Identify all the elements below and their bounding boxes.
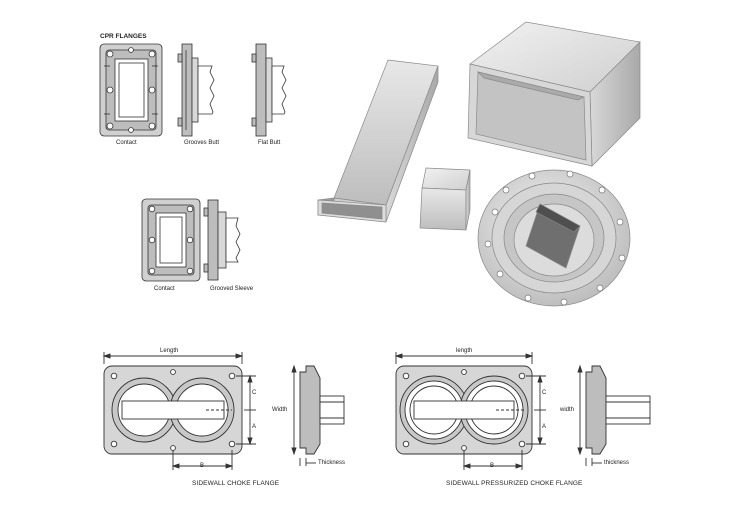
- long-rectangular-waveguide-tube: [317, 59, 439, 223]
- cpr-grooves-butt-label: Grooves Butt: [184, 140, 220, 146]
- cpr-flat-butt-label: Flat Butt: [258, 140, 281, 146]
- cpr-flat-butt-drawing: [251, 43, 287, 137]
- cpr-contact-label-2: Contact: [154, 286, 175, 292]
- pressurized-a-label: A: [542, 424, 547, 430]
- pressurized-choke-flange-caption: SIDEWALL PRESSURIZED CHOKE FLANGE: [446, 480, 583, 487]
- sidewall-pressurized-choke-flange-drawing: [394, 352, 546, 470]
- cpr-contact-label: Contact: [116, 140, 137, 146]
- sidewall-choke-flange-drawing: [102, 352, 256, 470]
- large-square-waveguide-tube: [467, 21, 641, 167]
- cpr-flanges-title: CPR FLANGES: [100, 33, 147, 40]
- sidewall-choke-flange-caption: SIDEWALL CHOKE FLANGE: [192, 480, 280, 487]
- cpr-contact-flange-drawing: [99, 43, 163, 137]
- cpr-grooved-sleeve-drawing: [203, 199, 241, 281]
- pressurized-width-label: width: [560, 407, 575, 413]
- sidewall-pressurized-choke-flange-side-view: [577, 364, 651, 466]
- cpr-contact-flange-drawing-2: [141, 198, 201, 282]
- sidewall-c-label: C: [252, 390, 257, 396]
- pressurized-b-label: B: [490, 463, 495, 469]
- cpr-grooves-butt-drawing: [177, 43, 215, 137]
- round-choke-flange-with-square-aperture: [477, 169, 631, 307]
- sidewall-length-label: Length: [160, 348, 179, 354]
- sidewall-choke-flange-side-view: [291, 364, 345, 466]
- short-rectangular-waveguide-block: [419, 167, 471, 231]
- sidewall-thickness-label: Thickness: [318, 460, 346, 466]
- cpr-grooved-sleeve-label: Grooved Sleeve: [210, 286, 254, 292]
- sidewall-b-label: B: [200, 463, 205, 469]
- pressurized-c-label: C: [542, 390, 547, 396]
- sidewall-a-label: A: [252, 424, 257, 430]
- pressurized-length-label: length: [456, 348, 473, 354]
- pressurized-thickness-label: thickness: [604, 460, 630, 466]
- sidewall-width-label: Width: [272, 407, 288, 413]
